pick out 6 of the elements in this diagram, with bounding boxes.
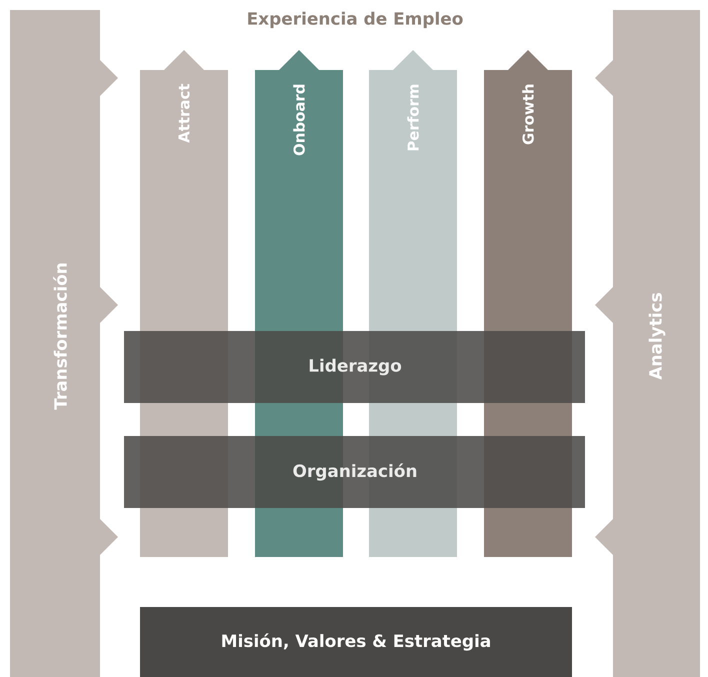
side-band: Transformación: [10, 10, 118, 677]
layer-bar: Organización: [124, 436, 585, 508]
title: Experiencia de Empleo: [248, 12, 463, 28]
base-box: Misión, Valores & Estrategia: [140, 607, 572, 677]
side-band: Analytics: [595, 10, 700, 677]
layer-bar: Liderazgo: [124, 331, 585, 403]
